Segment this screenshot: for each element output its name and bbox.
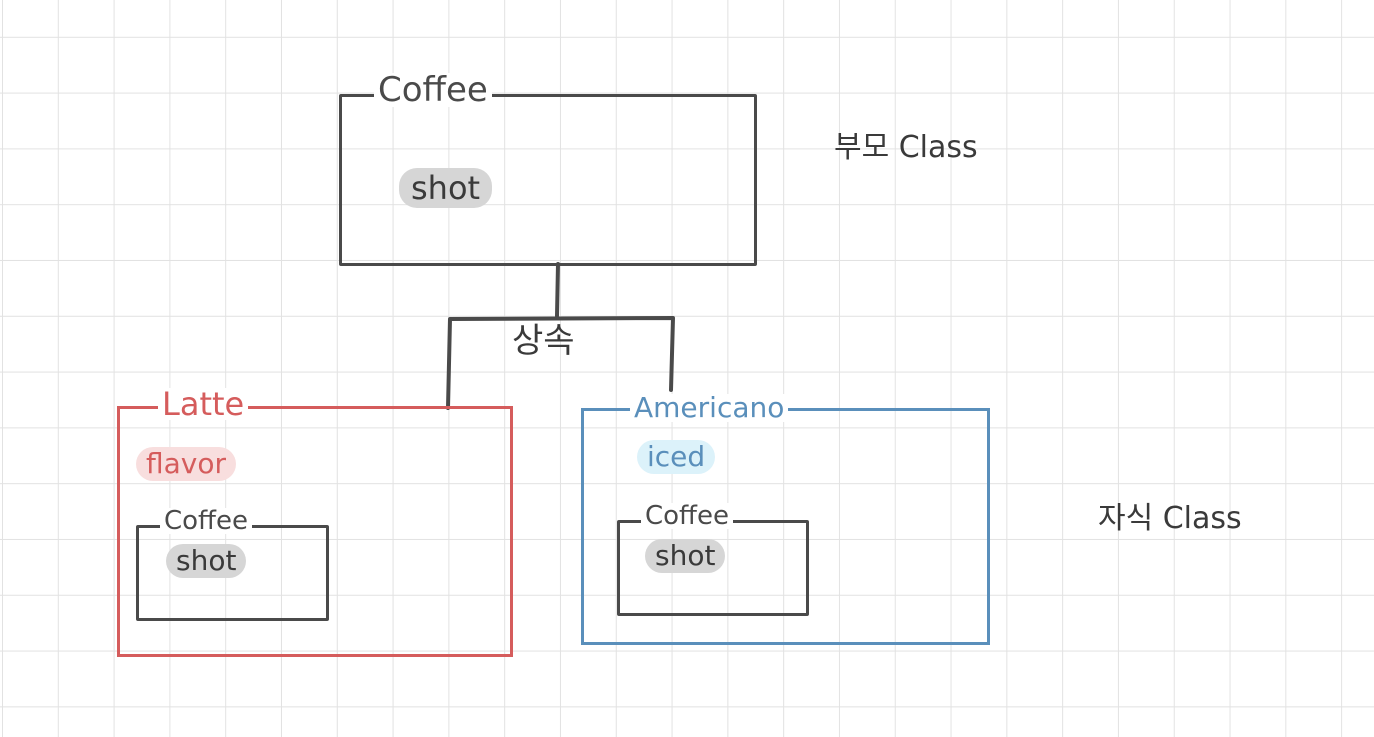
children-class-note: 자식 Class [1098, 501, 1242, 536]
latte-field-flavor: flavor [136, 447, 237, 481]
parent-field-shot: shot [399, 168, 493, 208]
americano-class-title: Americano [630, 394, 789, 422]
parent-class-box [339, 94, 757, 266]
latte-class-box [117, 406, 513, 657]
americano-embedded-coffee-title: Coffee [641, 503, 733, 529]
americano-field-iced: iced [637, 440, 716, 474]
latte-embedded-coffee-title: Coffee [160, 508, 252, 534]
americano-embedded-field-shot: shot [645, 539, 726, 573]
parent-class-note: 부모 Class [834, 130, 978, 165]
latte-class-title: Latte [158, 388, 249, 420]
latte-embedded-field-shot: shot [166, 544, 247, 578]
relation-label: 상속 [512, 321, 575, 361]
parent-class-title: Coffee [374, 73, 492, 107]
